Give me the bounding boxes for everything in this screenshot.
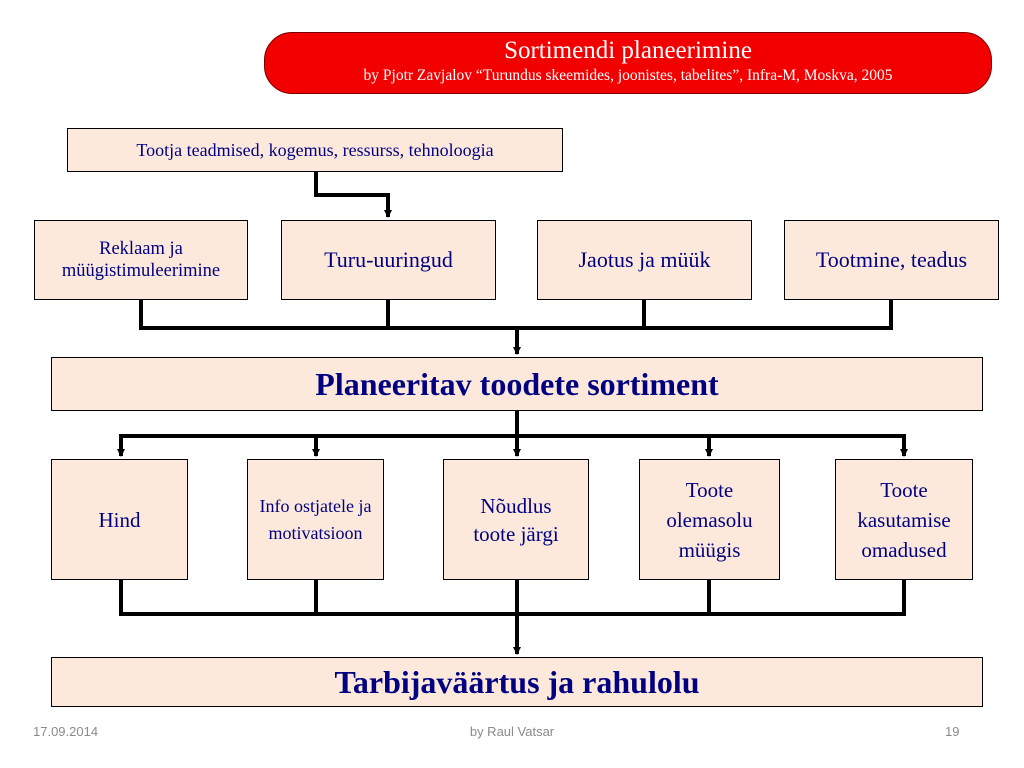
box-center-assortment: Planeeritav toodete sortiment bbox=[51, 357, 983, 411]
box-input-production: Tootmine, teadus bbox=[784, 220, 999, 300]
footer-date: 17.09.2014 bbox=[33, 724, 99, 739]
slide-title: Sortimendi planeerimine bbox=[504, 37, 752, 64]
box-factor-info-label: Info ostjatele ja motivatsioon bbox=[259, 495, 372, 543]
box-factor-availability-label: Toote olemasolu müügis bbox=[666, 477, 753, 562]
box-producer-knowledge: Tootja teadmised, kogemus, ressurss, teh… bbox=[67, 128, 563, 172]
box-producer-knowledge-label: Tootja teadmised, kogemus, ressurss, teh… bbox=[136, 139, 494, 160]
connector-top-to-research bbox=[314, 172, 392, 218]
box-input-market-research: Turu-uuringud bbox=[281, 220, 496, 300]
box-input-advertising: Reklaam ja müügistimuleerimine bbox=[34, 220, 248, 300]
box-result-value-label: Tarbijaväärtus ja rahulolu bbox=[334, 663, 700, 700]
box-center-assortment-label: Planeeritav toodete sortiment bbox=[315, 365, 719, 402]
box-factor-info: Info ostjatele ja motivatsioon bbox=[247, 459, 384, 580]
box-input-market-research-label: Turu-uuringud bbox=[324, 247, 453, 272]
footer-page-number: 19 bbox=[945, 724, 960, 739]
box-factor-price-label: Hind bbox=[98, 507, 141, 532]
box-factor-availability: Toote olemasolu müügis bbox=[639, 459, 780, 580]
box-input-production-label: Tootmine, teadus bbox=[815, 247, 968, 272]
slide-subtitle: by Pjotr Zavjalov “Turundus skeemides, j… bbox=[363, 67, 893, 84]
box-input-advertising-label: Reklaam ja müügistimuleerimine bbox=[61, 239, 221, 281]
box-result-value: Tarbijaväärtus ja rahulolu bbox=[51, 657, 983, 707]
box-input-distribution-label: Jaotus ja müük bbox=[578, 247, 711, 272]
box-factor-usage: Toote kasutamise omadused bbox=[835, 459, 973, 580]
box-factor-demand: Nõudlus toote järgi bbox=[443, 459, 589, 580]
footer-author: by Raul Vatsar bbox=[469, 724, 555, 739]
box-input-distribution: Jaotus ja müük bbox=[537, 220, 752, 300]
box-factor-demand-label: Nõudlus toote järgi bbox=[473, 493, 559, 546]
box-factor-price: Hind bbox=[51, 459, 188, 580]
box-factor-usage-label: Toote kasutamise omadused bbox=[857, 477, 951, 562]
title-banner: Sortimendi planeerimine by Pjotr Zavjalo… bbox=[264, 32, 992, 94]
